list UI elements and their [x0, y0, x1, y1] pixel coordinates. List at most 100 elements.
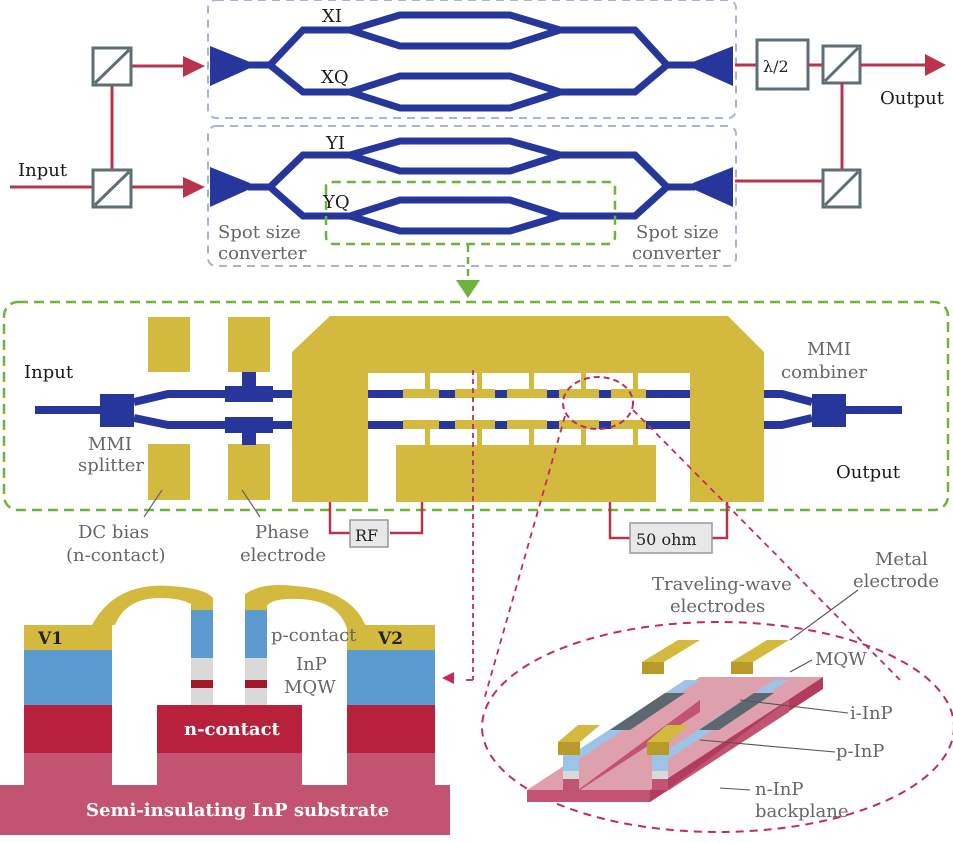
ssc-left-x [210, 46, 250, 86]
stripe2-back-electrode-top [731, 640, 789, 662]
mzi-detail-box [2, 300, 950, 512]
top-input-label: Input [18, 160, 68, 181]
middle-output-label: Output [836, 462, 901, 483]
stripe1-front-electrode [558, 742, 580, 755]
stripe2-back-electrode [731, 662, 753, 674]
pbs-left-bottom-icon [91, 168, 133, 209]
phase-block-bottom-stem [242, 431, 256, 445]
termination-wire-right [712, 502, 729, 540]
spot-size-left-1: Spot size [218, 222, 301, 243]
x-waveguides [210, 11, 733, 112]
middle-input-label: Input [24, 362, 74, 383]
rf-source-box [349, 519, 389, 548]
label-xi: XI [322, 6, 342, 27]
spot-size-left-2: converter [218, 243, 307, 264]
perspective-view: Traveling-wave electrodes Metal electrod… [481, 549, 953, 833]
ssc-right-x [693, 46, 733, 86]
right-blue-layer [347, 650, 435, 705]
pbs-right-top-icon [821, 44, 862, 85]
stripe1-front-blue [563, 755, 579, 771]
metal-electrode-2: electrode [853, 571, 939, 592]
termination-label: 50 ohm [636, 530, 697, 549]
output-arrow-icon [925, 54, 946, 76]
metal-electrode-1: Metal [875, 549, 928, 570]
rf-wire-right [390, 502, 424, 535]
ellipse-pointer-right [632, 409, 901, 681]
mmi-splitter-2: splitter [78, 455, 144, 476]
stripe2-front-blue [652, 755, 668, 771]
phase-block-top [225, 386, 273, 402]
mmi-splitter-1: MMI [88, 434, 132, 455]
top-section: Input [10, 0, 946, 298]
dc-bias-1: DC bias [78, 522, 149, 543]
air-bridge-left [92, 585, 213, 625]
stripe2-front-gray [652, 771, 668, 779]
rf-wire [328, 502, 350, 535]
phase-pad-bottom [228, 444, 270, 500]
perspective-n-inp-2: backplane [755, 801, 849, 822]
perspective-n-inp-1: n-InP [755, 779, 804, 800]
phase-leader [241, 489, 261, 518]
substrate-right-pillar [347, 752, 435, 785]
phase-1: Phase [255, 522, 309, 543]
left-n-layer [24, 705, 112, 753]
mmi-combiner-2: combiner [781, 362, 868, 383]
perspective-ellipse [481, 621, 953, 833]
stripe2-side [667, 700, 789, 790]
dc-bias-leader [143, 489, 163, 518]
perspective-leaders [699, 589, 859, 791]
y-modulator-box [207, 125, 737, 267]
cross-section: V1 V2 p-contact InP MQW n-contact Semi-i… [0, 585, 450, 835]
phase-pad-top [228, 317, 270, 372]
ground-electrode [292, 316, 764, 502]
ellipse-pointer-left [483, 415, 566, 701]
right-n-layer [347, 705, 435, 753]
air-bridge-right [245, 585, 368, 632]
dc-bias-2: (n-contact) [66, 545, 166, 566]
label-yq: YQ [322, 192, 350, 213]
phase-block-bottom [225, 417, 273, 433]
tw-segments [403, 373, 646, 445]
ridge-left-mqw [191, 680, 213, 688]
termination-wire-left [608, 502, 630, 540]
dc-bias-pad-top [148, 317, 190, 372]
substrate-left-pillar [24, 752, 112, 785]
spot-size-right-1: Spot size [636, 222, 719, 243]
backplane-front [527, 790, 650, 802]
stripe1-back-electrode [642, 662, 664, 674]
top-output-label: Output [880, 88, 945, 109]
label-v2: V2 [377, 629, 403, 649]
stripe1-front-red [563, 779, 579, 790]
label-v1: V1 [37, 629, 63, 649]
arrow-to-x-icon [183, 56, 205, 77]
detail-ellipse [562, 376, 634, 430]
signal-electrode [396, 445, 656, 502]
label-yi: YI [325, 133, 345, 154]
x-modulator-box [207, 0, 737, 119]
stripe2-front-red [652, 779, 668, 790]
stripe2-front-electrode-top [647, 725, 689, 742]
label-inp: InP [296, 654, 327, 675]
label-mqw: MQW [284, 677, 336, 698]
half-wave-plate: λ/2 [755, 38, 810, 91]
perspective-p-inp: p-InP [836, 741, 884, 762]
traveling-wave-2: electrodes [670, 596, 765, 617]
stripe1-front-electrode-top [558, 725, 600, 742]
zoom-arrow-icon [456, 280, 480, 298]
substrate-layer [0, 785, 450, 835]
perspective-mqw: MQW [815, 649, 867, 670]
y-waveguides [210, 137, 733, 235]
spot-size-right-2: converter [632, 243, 721, 264]
substrate-center [157, 752, 302, 785]
left-v1-pad [24, 625, 112, 650]
rf-label: RF [355, 526, 378, 545]
dc-bias-pad-bottom [148, 444, 190, 500]
label-xq: XQ [321, 67, 349, 88]
n-contact-layer [157, 705, 302, 753]
yq-highlight-box [324, 180, 617, 246]
stripe1-back-electrode-top [642, 640, 700, 662]
mmi-combiner-1: MMI [807, 339, 851, 360]
phase-block-top-stem [242, 372, 256, 388]
ridge-right-p [245, 610, 267, 658]
